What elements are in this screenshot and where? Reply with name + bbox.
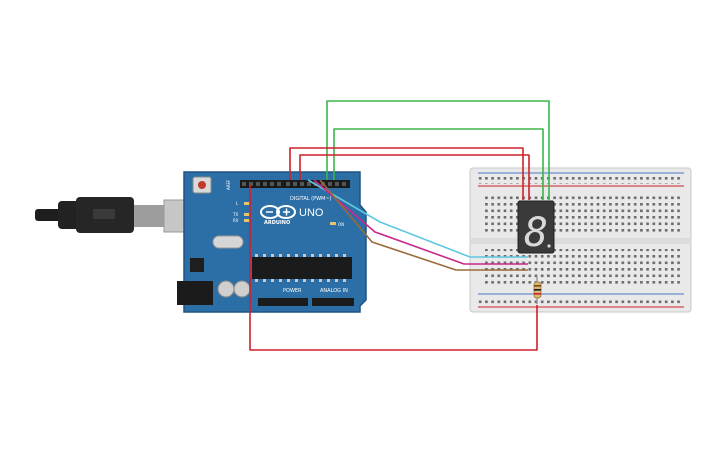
capacitor-2 — [233, 280, 251, 298]
top-power-rail-holes — [478, 176, 683, 184]
rx-label: RX — [233, 218, 239, 223]
on-led — [330, 222, 336, 225]
tx-label: TX — [232, 212, 238, 217]
power-header[interactable] — [258, 298, 308, 306]
display-digit: 8 — [524, 210, 548, 256]
bottom-terminal-holes — [484, 249, 680, 287]
capacitor-1 — [217, 280, 235, 298]
bottom-power-rail-holes — [478, 297, 683, 305]
wires — [249, 100, 550, 351]
display-decimal-point-icon — [547, 244, 551, 248]
power-label: POWER — [283, 288, 302, 294]
usb-plug-metal — [134, 205, 164, 227]
aref-label: AREF — [226, 179, 231, 190]
usb-symbol-icon — [93, 209, 115, 219]
tx-led — [244, 213, 250, 216]
analog-header[interactable] — [312, 298, 354, 306]
resistor-band-1 — [534, 285, 541, 287]
atmega-chip — [252, 257, 352, 279]
rx-led — [244, 219, 250, 222]
digital-pwm-label: DIGITAL (PWM~) — [290, 196, 332, 202]
center-channel — [470, 238, 691, 244]
usb-cable-tail — [35, 209, 63, 221]
breadboard[interactable] — [469, 167, 692, 313]
usb-chip — [190, 258, 204, 272]
l-led — [244, 202, 250, 205]
analog-in-label: ANALOG IN — [320, 288, 348, 294]
wire-green-outer[interactable] — [326, 100, 550, 200]
arduino-uno-board[interactable]: AREF DIGITAL (PWM~) L TX RX ARDUINO UNO … — [177, 171, 367, 313]
wire-red-inner[interactable] — [299, 154, 530, 200]
top-terminal-holes — [484, 195, 680, 233]
reset-button-cap-icon — [198, 181, 206, 189]
wire-red-ground[interactable] — [249, 185, 538, 351]
wire-magenta[interactable] — [313, 179, 528, 265]
display-body — [517, 200, 555, 254]
resistor-band-3 — [534, 293, 541, 295]
usb-cable[interactable] — [35, 197, 209, 233]
power-jack[interactable] — [177, 281, 213, 305]
resistor[interactable] — [533, 276, 542, 304]
seven-segment-display[interactable]: 8 — [517, 200, 555, 256]
arduino-logo-text: ARDUINO — [264, 220, 290, 226]
board-model-label: UNO — [299, 207, 324, 219]
arduino-logo-icon — [260, 205, 296, 219]
l-label: L — [236, 201, 239, 206]
usb-cable-strain-relief — [58, 201, 80, 229]
resistor-band-2 — [534, 289, 541, 291]
crystal-oscillator — [212, 235, 244, 249]
wire-red-outer[interactable] — [289, 147, 524, 200]
wire-brown[interactable] — [319, 179, 528, 271]
on-label: ON — [338, 222, 344, 227]
wire-cyan[interactable] — [307, 179, 528, 258]
